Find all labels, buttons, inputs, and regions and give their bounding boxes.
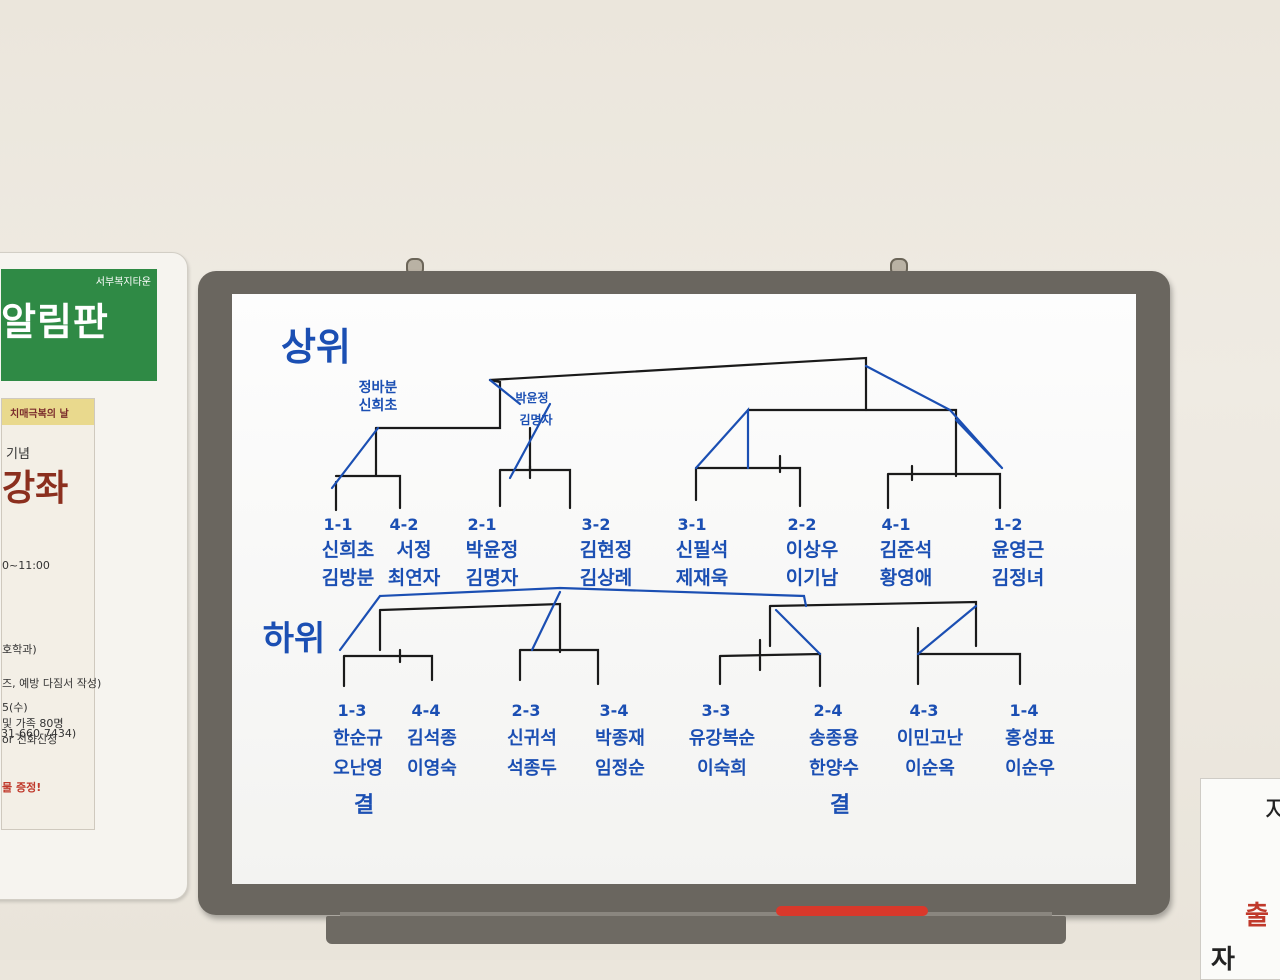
paper-char1: 자 [1265, 794, 1280, 827]
lower-team-code: 1-3 [338, 701, 367, 720]
poster-time: 0~11:00 [2, 559, 50, 572]
lower-team-name3: 결 [830, 793, 850, 818]
upper-team-name2: 이기남 [786, 567, 839, 589]
lower-team-code: 4-3 [910, 701, 939, 720]
upper-team-name2: 김방분 [322, 567, 374, 589]
notice-board: 서부복지타운 알림판 치매극복의 날 기념 강좌 0~11:00 호학과) 즈,… [0, 252, 188, 900]
upper-team-name1: 신필석 [676, 539, 728, 561]
upper-team-code: 1-2 [994, 515, 1023, 534]
lower-team-code: 3-4 [600, 701, 629, 720]
upper-team-name2: 제재욱 [676, 567, 728, 589]
poster-line2: 강좌 [2, 468, 69, 509]
upper-team-code: 2-1 [468, 515, 497, 534]
lower-team-name1: 홍성표 [1005, 727, 1055, 749]
upper-label: 상위 [281, 325, 351, 369]
lower-team-name2: 이영숙 [407, 758, 457, 779]
upper-team-name1: 김현정 [580, 539, 632, 561]
notice-board-title: 알림판 [1, 300, 109, 344]
lower-team-name2: 석종두 [507, 758, 557, 779]
poster-apply: or 전화신청 [2, 733, 58, 746]
lower-team-code: 4-4 [412, 701, 441, 720]
lower-team-name1: 이민고난 [897, 728, 964, 749]
upper-note2-line2: 김명자 [519, 412, 552, 427]
lower-team-name3: 결 [354, 793, 374, 818]
lower-team-name1: 신귀석 [507, 728, 557, 749]
poster-gift: 물 증정! [2, 781, 42, 794]
lower-team-code: 2-3 [512, 701, 541, 720]
upper-note2-line1: 박윤정 [515, 390, 548, 405]
lower-team-name1: 송종용 [809, 728, 859, 749]
upper-team-code: 2-2 [788, 515, 817, 534]
lower-label: 하위 [263, 619, 326, 659]
lower-team-name2: 임정순 [595, 758, 645, 779]
poster-dept: 호학과) [2, 643, 37, 656]
upper-team-code: 4-2 [390, 515, 419, 534]
upper-team-name2: 김정녀 [992, 567, 1044, 589]
notice-board-subtitle: 서부복지타운 [95, 277, 151, 288]
notice-board-header: 서부복지타운 알림판 [1, 269, 157, 381]
upper-team-name1: 신희초 [322, 539, 374, 561]
poster-banner: 치매극복의 날 [2, 399, 94, 425]
poster: 치매극복의 날 기념 강좌 0~11:00 호학과) 즈, 예방 다짐서 작성)… [1, 398, 101, 830]
lower-team-code: 1-4 [1010, 701, 1039, 720]
upper-team-code: 4-1 [882, 515, 911, 534]
upper-team-name1: 이상우 [786, 539, 838, 561]
upper-team-code: 3-2 [582, 515, 611, 534]
whiteboard-surface [232, 294, 1136, 884]
poster-date: 5(수) [2, 701, 28, 714]
poster-line1: 기념 [6, 447, 30, 462]
upper-team-name2: 김명자 [466, 567, 519, 589]
upper-note1-line2: 신희초 [359, 398, 398, 414]
poster-tag: 치매극복의 날 [10, 409, 69, 420]
lower-team-name1: 김석종 [407, 728, 457, 749]
upper-team-code: 3-1 [678, 515, 707, 534]
upper-team-name1: 윤영근 [992, 539, 1044, 561]
lower-team-name2: 오난영 [333, 758, 383, 779]
lower-team-name2: 이숙희 [697, 758, 747, 779]
poster-target: 및 가족 80명 [2, 717, 64, 730]
lower-team-code: 2-4 [814, 701, 843, 720]
red-marker [776, 906, 928, 916]
lower-team-code: 3-3 [702, 701, 731, 720]
lower-team-name2: 이순옥 [905, 758, 955, 779]
upper-team-name2: 황영애 [880, 566, 932, 589]
upper-team-name1: 박윤정 [466, 539, 518, 561]
upper-team-name2: 최연자 [388, 567, 441, 589]
upper-team-name1: 김준석 [880, 539, 932, 561]
upper-team-code: 1-1 [324, 515, 353, 534]
lower-team-name2: 한양수 [809, 758, 859, 779]
poster-note: 즈, 예방 다짐서 작성) [2, 677, 102, 690]
lower-team-name1: 유강복순 [689, 728, 755, 749]
lower-team-name2: 이순우 [1005, 758, 1055, 779]
lower-team-name1: 박종재 [595, 728, 645, 749]
marker-tray [326, 916, 1066, 944]
upper-team-name2: 김상례 [580, 567, 632, 589]
lower-team-name1: 한순규 [333, 728, 383, 749]
upper-team-name1: 서정 [397, 539, 432, 561]
paper-char2: 출 [1245, 901, 1269, 931]
upper-note1-line1: 정바분 [359, 379, 398, 396]
poster-phone: 31-660-7434) [1, 727, 77, 740]
